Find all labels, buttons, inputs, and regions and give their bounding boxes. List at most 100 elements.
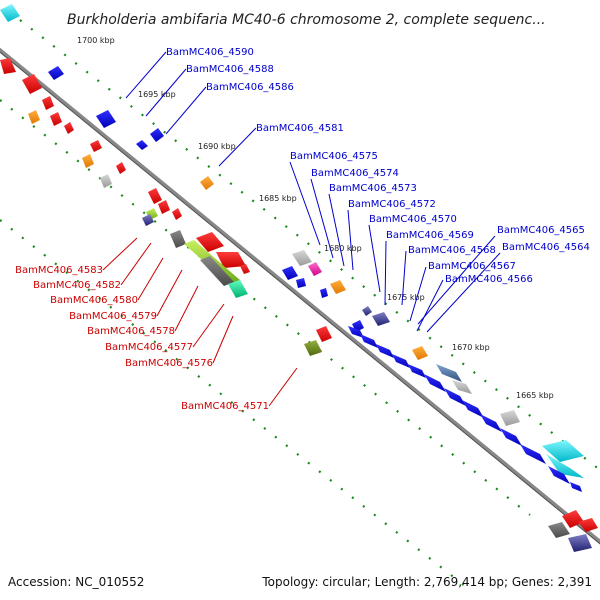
gene-feature <box>542 440 584 462</box>
gene-feature <box>82 154 94 168</box>
gene-label: BamMC406_4569 <box>386 230 474 241</box>
gene-arrow <box>408 364 426 378</box>
gene-arrow <box>348 326 364 338</box>
gene-feature <box>568 534 592 552</box>
gene-label: BamMC406_4564 <box>502 242 590 253</box>
gene-arrow <box>360 334 378 348</box>
gene-feature <box>308 262 322 276</box>
gene-label: BamMC406_4574 <box>311 168 399 179</box>
gene-callout-line <box>125 51 167 99</box>
kbp-tick-label: 1670 kbp <box>452 343 490 352</box>
gene-callout-line <box>310 178 334 259</box>
gene-label: BamMC406_4580 <box>50 295 138 306</box>
gene-feature <box>282 266 298 280</box>
gene-arrow <box>444 388 466 406</box>
gene-feature <box>64 122 74 134</box>
gene-feature <box>292 250 312 266</box>
gene-feature <box>170 230 186 248</box>
gene-label: BamMC406_4571 <box>181 401 269 412</box>
reverse-gene-labels: BamMC406_4583BamMC406_4582BamMC406_4580B… <box>15 237 298 412</box>
gene-arrow <box>462 400 484 418</box>
gene-callout-line <box>137 257 164 301</box>
gene-arrow <box>520 444 546 464</box>
gene-callout-line <box>417 235 496 325</box>
gene-label: BamMC406_4579 <box>69 311 157 322</box>
accession-text: Accession: NC_010552 <box>8 575 144 589</box>
gene-arrow <box>392 354 410 368</box>
gene-label: BamMC406_4576 <box>125 358 213 369</box>
gene-callout-line <box>212 315 234 364</box>
forward-genes <box>0 4 584 478</box>
reverse-genes <box>0 58 598 552</box>
gene-callout-line <box>289 161 321 246</box>
gene-callout-line <box>426 252 501 333</box>
gene-feature <box>436 364 462 382</box>
gene-callout-line <box>368 224 381 293</box>
gene-label: BamMC406_4581 <box>256 123 344 134</box>
topology-text: Topology: circular; Length: 2,769,414 bp… <box>261 575 592 589</box>
gene-feature <box>372 312 390 326</box>
gene-feature <box>48 66 64 80</box>
kbp-tick-label: 1690 kbp <box>198 142 236 151</box>
gene-feature <box>296 278 306 288</box>
gene-feature <box>172 208 182 220</box>
gene-callout-line <box>328 193 345 267</box>
gene-feature <box>362 306 372 316</box>
gene-feature <box>500 410 520 426</box>
gene-arrow <box>376 344 394 358</box>
gene-feature <box>240 264 250 274</box>
gene-feature <box>96 110 116 128</box>
gene-feature <box>562 510 584 528</box>
gene-feature <box>330 280 346 294</box>
gene-feature <box>158 200 170 214</box>
gene-callout-line <box>192 303 225 348</box>
kbp-tick-label: 1695 kbp <box>138 90 176 99</box>
gene-label: BamMC406_4568 <box>408 245 496 256</box>
gene-callout-line <box>120 242 152 286</box>
gene-feature <box>0 4 20 22</box>
forward-arrows <box>348 326 582 492</box>
gene-feature <box>548 522 570 538</box>
gene-callout-line <box>401 250 407 306</box>
gene-label: BamMC406_4566 <box>445 274 533 285</box>
kbp-tick-label: 1665 kbp <box>516 391 554 400</box>
gene-label: BamMC406_4590 <box>166 47 254 58</box>
gene-callout-line <box>156 269 183 317</box>
gene-callout-line <box>145 68 187 117</box>
kbp-tick-label: 1675 kbp <box>387 293 425 302</box>
gene-feature <box>142 214 154 226</box>
gene-feature <box>100 174 112 188</box>
inner-tick-track <box>0 99 531 516</box>
gene-feature <box>196 232 224 252</box>
gene-label: BamMC406_4578 <box>87 326 175 337</box>
gene-feature <box>200 256 234 286</box>
gene-feature <box>90 140 102 152</box>
gene-label: BamMC406_4573 <box>329 183 417 194</box>
gene-callout-line <box>347 209 354 271</box>
gene-feature <box>28 110 40 124</box>
gene-label: BamMC406_4565 <box>497 225 585 236</box>
gene-feature <box>0 58 16 74</box>
gene-feature <box>50 112 62 126</box>
backbone <box>0 47 600 545</box>
map-title: Burkholderia ambifaria MC40-6 chromosome… <box>67 12 546 28</box>
gene-feature <box>320 288 328 298</box>
gene-feature <box>148 188 162 204</box>
gene-feature <box>116 162 126 174</box>
gene-arrow <box>548 466 570 484</box>
gene-label: BamMC406_4567 <box>428 261 516 272</box>
gene-feature <box>200 176 214 190</box>
gene-arrow <box>500 428 522 446</box>
kbp-tick-label: 1685 kbp <box>259 194 297 203</box>
gene-arrow <box>424 374 446 392</box>
gene-label: BamMC406_4583 <box>15 265 103 276</box>
gene-callout-line <box>218 127 257 167</box>
gene-callout-line <box>102 237 138 271</box>
gene-feature <box>546 454 584 478</box>
gene-callout-line <box>165 86 207 135</box>
gene-label: BamMC406_4577 <box>105 342 193 353</box>
backbone-shadow <box>0 51 600 545</box>
